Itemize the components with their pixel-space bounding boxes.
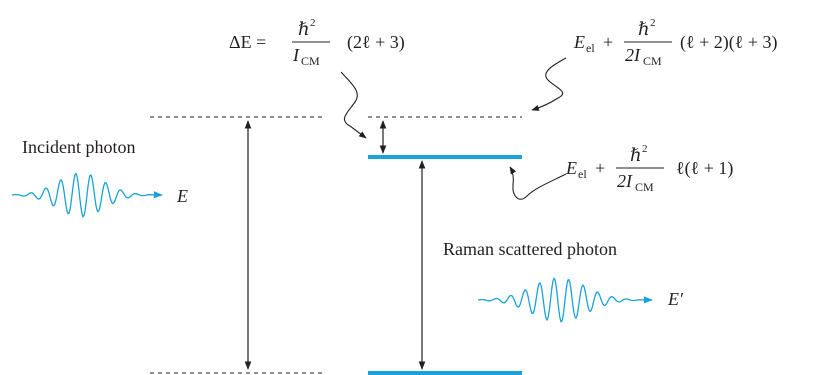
lower-energy-E-sub: el <box>578 167 587 181</box>
delta-e-factor: (2ℓ + 3) <box>347 32 405 53</box>
upper-energy-numerator: ℏ <box>638 19 650 39</box>
lower-energy-formula: E el + ℏ 2 2I CM ℓ(ℓ + 1) <box>565 143 733 194</box>
delta-e-pointer <box>341 72 366 138</box>
upper-energy-E-sub: el <box>586 41 595 55</box>
incident-photon-wave <box>12 174 162 217</box>
lower-energy-denominator-sub: CM <box>635 180 654 194</box>
delta-e-denominator-sub: CM <box>301 54 320 68</box>
incident-photon-label: Incident photon <box>22 137 135 157</box>
upper-energy-denominator: 2I <box>625 45 641 65</box>
upper-energy-numerator-power: 2 <box>650 17 656 29</box>
upper-energy-plus: + <box>603 32 613 52</box>
lower-energy-numerator-power: 2 <box>642 143 648 155</box>
lower-energy-E: E <box>565 158 577 178</box>
lower-energy-factor: ℓ(ℓ + 1) <box>676 158 733 179</box>
delta-e-numerator: ℏ <box>298 19 310 39</box>
lower-energy-pointer <box>510 167 566 199</box>
lower-energy-plus: + <box>595 158 605 178</box>
lower-energy-numerator: ℏ <box>630 145 642 165</box>
upper-energy-E: E <box>573 32 585 52</box>
delta-e-denominator: I <box>292 45 300 65</box>
delta-e-lhs: ΔE = <box>229 32 266 52</box>
raman-photon-label: Raman scattered photon <box>443 239 617 259</box>
lower-energy-denominator: 2I <box>617 171 633 191</box>
upper-energy-formula: E el + ℏ 2 2I CM (ℓ + 2)(ℓ + 3) <box>573 17 778 68</box>
delta-e-formula: ΔE = ℏ 2 I CM (2ℓ + 3) <box>229 17 405 68</box>
upper-energy-pointer <box>532 58 566 110</box>
delta-e-numerator-power: 2 <box>310 17 316 29</box>
upper-energy-denominator-sub: CM <box>643 54 662 68</box>
incident-energy-symbol: E <box>176 186 188 206</box>
scattered-energy-symbol: E′ <box>667 289 684 309</box>
upper-energy-factor: (ℓ + 2)(ℓ + 3) <box>680 32 778 53</box>
raman-photon-wave <box>478 278 652 321</box>
